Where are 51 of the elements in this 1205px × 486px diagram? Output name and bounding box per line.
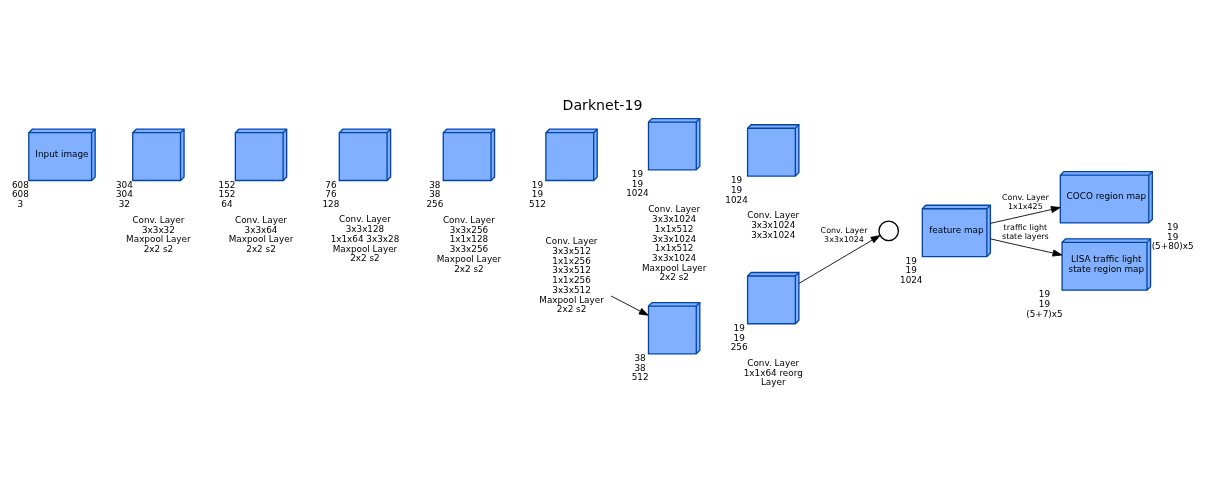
node-label: 38 <box>429 179 441 190</box>
label: Conv. Layer 3x3x32 Maxpool Layer 2x2 s2 <box>126 214 191 254</box>
node-label: 38 <box>634 352 646 363</box>
node-label: 19 <box>730 174 743 185</box>
node-label: 128 <box>322 198 340 209</box>
node-label: 304 <box>115 188 133 199</box>
node-label: 76 <box>325 179 337 190</box>
node-label: 19 <box>631 168 644 179</box>
label: Conv. Layer 3x3x1024 1x1x512 3x3x1024 1x1x512 3x3x1024 Maxpool Layer 2x2 s2 <box>641 203 707 282</box>
diagram-title: Darknet-19 <box>562 96 643 113</box>
node-label: 152 <box>218 179 236 190</box>
label: Conv. Layer 3x3x128 1x1x64 3x3x28 Maxpool Layer 2x2 s2 <box>330 213 400 263</box>
node-label: (5+7)x5 <box>1026 308 1063 319</box>
label: Conv. Layer 1x1x64 reorg Layer <box>743 357 803 387</box>
node-label: 64 <box>221 198 233 209</box>
label: Conv. Layer 3x3x64 Maxpool Layer 2x2 s2 <box>228 214 294 254</box>
node-label: 608 <box>11 188 29 199</box>
node-label: 19 <box>1167 231 1179 242</box>
node-label: 1024 <box>626 187 649 198</box>
node-label: 512 <box>529 198 546 209</box>
label: Conv. Layer 3x3x256 1x1x128 3x3x256 Maxpool Layer 2x2 s2 <box>436 214 502 274</box>
node-label: 152 <box>218 188 236 199</box>
node-label: 38 <box>634 362 646 373</box>
node-label: 19 <box>733 322 745 333</box>
edge-label: traffic light state layers <box>1001 222 1049 241</box>
edge-label: Conv. Layer 1x1x425 <box>1001 192 1049 211</box>
node-label: 512 <box>631 371 649 382</box>
node-label: 19 <box>905 255 917 266</box>
node-label: 256 <box>730 341 748 352</box>
node-label: 19 <box>730 184 743 195</box>
node-label: 19 <box>1038 298 1051 309</box>
node-label: 608 <box>11 179 29 190</box>
node-label: 76 <box>325 188 337 199</box>
node-label: 304 <box>115 179 133 190</box>
node-label: 19 <box>531 188 544 199</box>
node-label: 19 <box>1167 221 1179 232</box>
node-text: Conv. Layer 3x3x512 1x1x256 3x3x512 1x1x256 3x3x512 Maxpool Layer 2x2 s2 <box>539 235 604 314</box>
node-label: 38 <box>429 188 441 199</box>
node-label: 19 <box>631 178 644 189</box>
node-label: 1024 <box>900 274 923 285</box>
node-label: (5+80)x5 <box>1151 240 1194 251</box>
node-label: 19 <box>531 179 544 190</box>
node-label: 19 <box>905 264 917 275</box>
label: Conv. Layer 3x3x1024 3x3x1024 <box>747 209 800 240</box>
edge-label: Conv. Layer 3x3x1024 <box>820 225 868 244</box>
node-label: 1024 <box>725 194 748 205</box>
node-label: 19 <box>733 332 745 343</box>
node-label: 32 <box>118 198 130 209</box>
node-label: 256 <box>426 198 444 209</box>
node-label: 3 <box>17 198 24 209</box>
node-label: 19 <box>1038 288 1051 299</box>
